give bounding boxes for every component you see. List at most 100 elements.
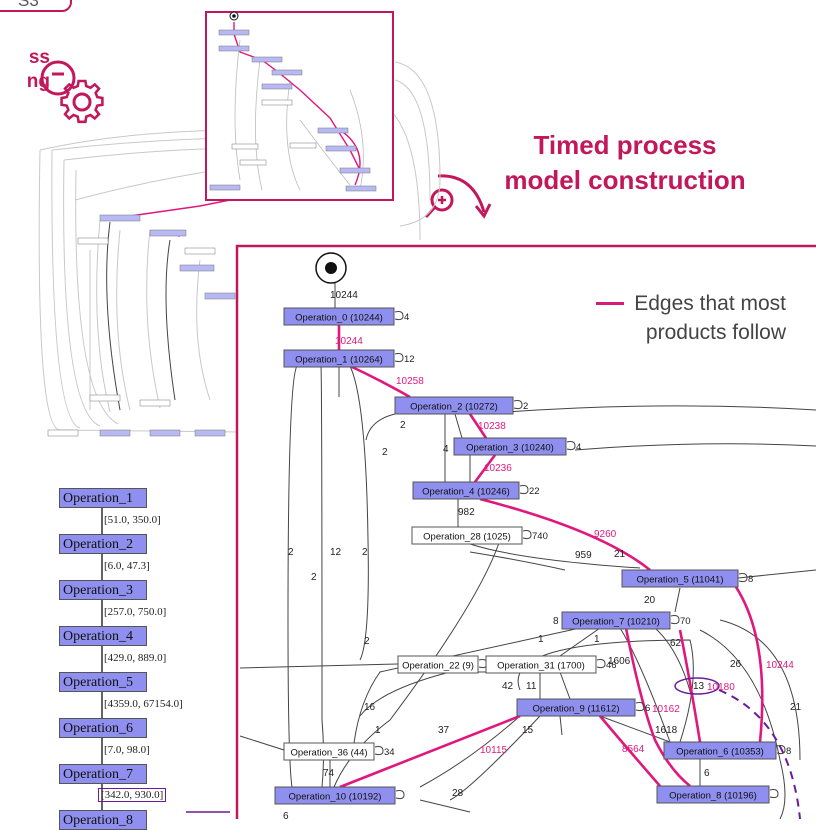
legend: Edges that most products follow bbox=[596, 289, 816, 347]
edge-label-highlighted: 9260 bbox=[594, 529, 617, 540]
graph-edge bbox=[479, 405, 816, 415]
edge-label: 21 bbox=[614, 549, 626, 560]
graph-edge bbox=[239, 663, 399, 669]
legend-line bbox=[596, 302, 624, 305]
graph-node bbox=[411, 526, 523, 545]
self-loop bbox=[566, 441, 576, 451]
graph-edge bbox=[599, 715, 671, 743]
edge-label-highlighted: 10236 bbox=[484, 463, 512, 474]
graph-edge bbox=[559, 715, 563, 736]
self-loop-label: 22 bbox=[529, 486, 540, 497]
self-loop bbox=[519, 485, 529, 495]
graph-node bbox=[283, 307, 395, 326]
edge-label: 28 bbox=[452, 788, 464, 799]
sequence-node-6: Operation_6 bbox=[59, 718, 147, 738]
graph-node bbox=[663, 741, 777, 760]
self-loop bbox=[522, 530, 532, 540]
interval-label: [429.0, 889.0] bbox=[104, 652, 167, 664]
edge-label-highlighted: 10180 bbox=[707, 682, 735, 693]
highlighted-edge bbox=[468, 413, 488, 439]
interval-label: [4359.0, 67154.0] bbox=[104, 698, 183, 710]
graph-edge bbox=[419, 799, 471, 813]
edge-label: 37 bbox=[438, 725, 450, 736]
graph-node-label: Operation_31 (1700) bbox=[497, 661, 585, 672]
edge-label-highlighted: 10244 bbox=[335, 336, 363, 347]
graph-node-label: Operation_28 (1025) bbox=[423, 532, 511, 543]
edge-label: 2 bbox=[400, 420, 406, 431]
self-loop bbox=[670, 615, 680, 625]
edge-label: 8 bbox=[553, 616, 559, 627]
graph-node bbox=[485, 655, 597, 674]
zoom-in-icon bbox=[424, 174, 492, 219]
self-loop-label: 8 bbox=[748, 574, 753, 585]
graph-edge bbox=[574, 443, 816, 451]
edge-label: 2 bbox=[362, 547, 368, 558]
self-loop-label: 34 bbox=[384, 747, 395, 758]
interval-label-highlighted: [342.0, 930.0] bbox=[98, 788, 167, 802]
edge-label: 2 bbox=[364, 636, 370, 647]
edge-label: 74 bbox=[323, 768, 335, 779]
highlighted-edge bbox=[734, 586, 764, 743]
self-loop bbox=[596, 659, 606, 669]
interval-label: [7.0, 98.0] bbox=[104, 744, 150, 756]
edge-label: 1606 bbox=[608, 656, 631, 667]
graph-edge bbox=[559, 627, 601, 657]
graph-node bbox=[453, 437, 567, 456]
graph-edge bbox=[619, 627, 671, 743]
graph-node-label: Operation_9 (11612) bbox=[533, 704, 620, 715]
edge-label: 21 bbox=[790, 702, 802, 713]
edge-label: 15 bbox=[522, 725, 534, 736]
self-loop-label: 2 bbox=[523, 401, 528, 412]
section-heading: Timed process model construction bbox=[504, 130, 746, 195]
highlight-ellipse bbox=[674, 677, 720, 695]
edge-label: 2 bbox=[382, 447, 388, 458]
self-loop bbox=[769, 789, 779, 799]
sequence-node-3: Operation_3 bbox=[59, 580, 147, 600]
self-loop-label: 6 bbox=[645, 703, 650, 714]
self-loop-label: 4 bbox=[576, 442, 581, 453]
self-loop-label: 12 bbox=[404, 354, 415, 365]
edge-label: 2 bbox=[311, 572, 317, 583]
edge-label: 6 bbox=[704, 768, 710, 779]
highlighted-edge bbox=[349, 364, 411, 399]
highlighted-edge bbox=[473, 454, 497, 483]
edge-label-highlighted: 10115 bbox=[480, 745, 508, 756]
graph-node bbox=[561, 611, 671, 630]
graph-node bbox=[656, 785, 770, 804]
graph-node-label: Operation_1 (10264) bbox=[295, 355, 383, 366]
graph-node bbox=[621, 569, 739, 588]
graph-edge bbox=[353, 627, 581, 744]
self-loop-label: 8 bbox=[786, 746, 791, 757]
self-loop-label: 70 bbox=[680, 616, 691, 627]
edge-label: 4 bbox=[443, 444, 449, 455]
highlighted-edge bbox=[624, 627, 691, 788]
connector-dashed bbox=[718, 689, 801, 819]
sequence-node-2: Operation_2 bbox=[59, 534, 147, 554]
sequence-node-4: Operation_4 bbox=[59, 626, 147, 646]
sequence-node-5: Operation_5 bbox=[59, 672, 147, 692]
gear-icon bbox=[40, 60, 104, 124]
graph-node-label: Operation_8 (10196) bbox=[669, 791, 757, 802]
edge-label: 11 bbox=[526, 681, 537, 692]
graph-edge bbox=[469, 551, 566, 571]
edge-label: 959 bbox=[575, 550, 592, 561]
graph-node bbox=[394, 396, 514, 415]
edge-label: 1618 bbox=[655, 725, 678, 736]
step-tag: S3 bbox=[0, 0, 72, 12]
graph-node bbox=[412, 481, 520, 500]
legend-text: Edges that most products follow bbox=[634, 292, 786, 344]
edge-label: 13 bbox=[693, 681, 705, 692]
sequence-node-7: Operation_7 bbox=[59, 764, 147, 784]
graph-edge bbox=[469, 543, 641, 569]
edge-label: 1 bbox=[375, 725, 381, 736]
graph-node-label: Operation_2 (10272) bbox=[410, 402, 498, 413]
self-loop bbox=[394, 311, 404, 321]
self-loop bbox=[513, 400, 523, 410]
graph-edge bbox=[365, 413, 396, 441]
self-loop-label: 740 bbox=[532, 531, 548, 542]
graph-edge bbox=[419, 715, 521, 788]
self-loop bbox=[635, 702, 645, 712]
graph-node-label: Operation_22 (9) bbox=[402, 661, 474, 672]
